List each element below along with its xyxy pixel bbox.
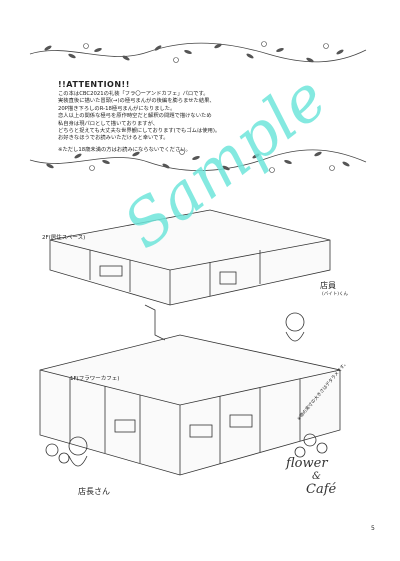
page-number: 5	[371, 525, 375, 532]
attention-notice: !!ATTENTION!! この本はCBC2021の礼装「フラ〇ーアンドカフェ」…	[58, 80, 358, 154]
cafe-title-word: &	[312, 471, 321, 482]
staff-label: 店員	[320, 281, 336, 290]
floral-vine-top-decoration	[29, 41, 367, 63]
age-restriction-note: ※ただし18歳未満の方はお読みにならないでください。	[58, 146, 191, 153]
notice-line: 実装直後に描いた冒頭(→)の極弓まんがの後編を膨らませた結果、	[58, 98, 215, 105]
manager-label: 店長さん	[78, 487, 110, 496]
notice-line: この本はCBC2021の礼装「フラ〇ーアンドカフェ」パロです。	[58, 91, 209, 97]
notice-line: 恋人以上の関係な極弓を原作時空だと解釈の問題で描けないため	[58, 113, 212, 120]
staff-sublabel: (バイト)くん	[322, 292, 349, 297]
floral-vine-bottom-decoration	[29, 149, 367, 173]
notice-line: お好きなほうでお読みいただけると幸いです。	[58, 135, 169, 142]
flower-and-cafe-title: flower & Café	[286, 456, 366, 497]
cafe-title-word: Café	[306, 482, 337, 497]
notice-title: !!ATTENTION!!	[58, 80, 130, 89]
floor1-label: 1F(フラワーカフェ)	[70, 376, 120, 382]
floor2-label: 2F(居住スペース)	[42, 235, 86, 241]
notice-line: 20P描き下ろしのR-18極弓まんがになりました。	[58, 105, 176, 112]
notice-line: どちらと捉えても大丈夫な世界観にしております(でもゴムは使用)。	[58, 128, 221, 135]
cafe-title-word: flower	[286, 456, 328, 471]
cafe-floorplan-illustration	[39, 209, 341, 476]
notice-line: 私自身は現パロとして描いておりますが、	[58, 120, 159, 127]
